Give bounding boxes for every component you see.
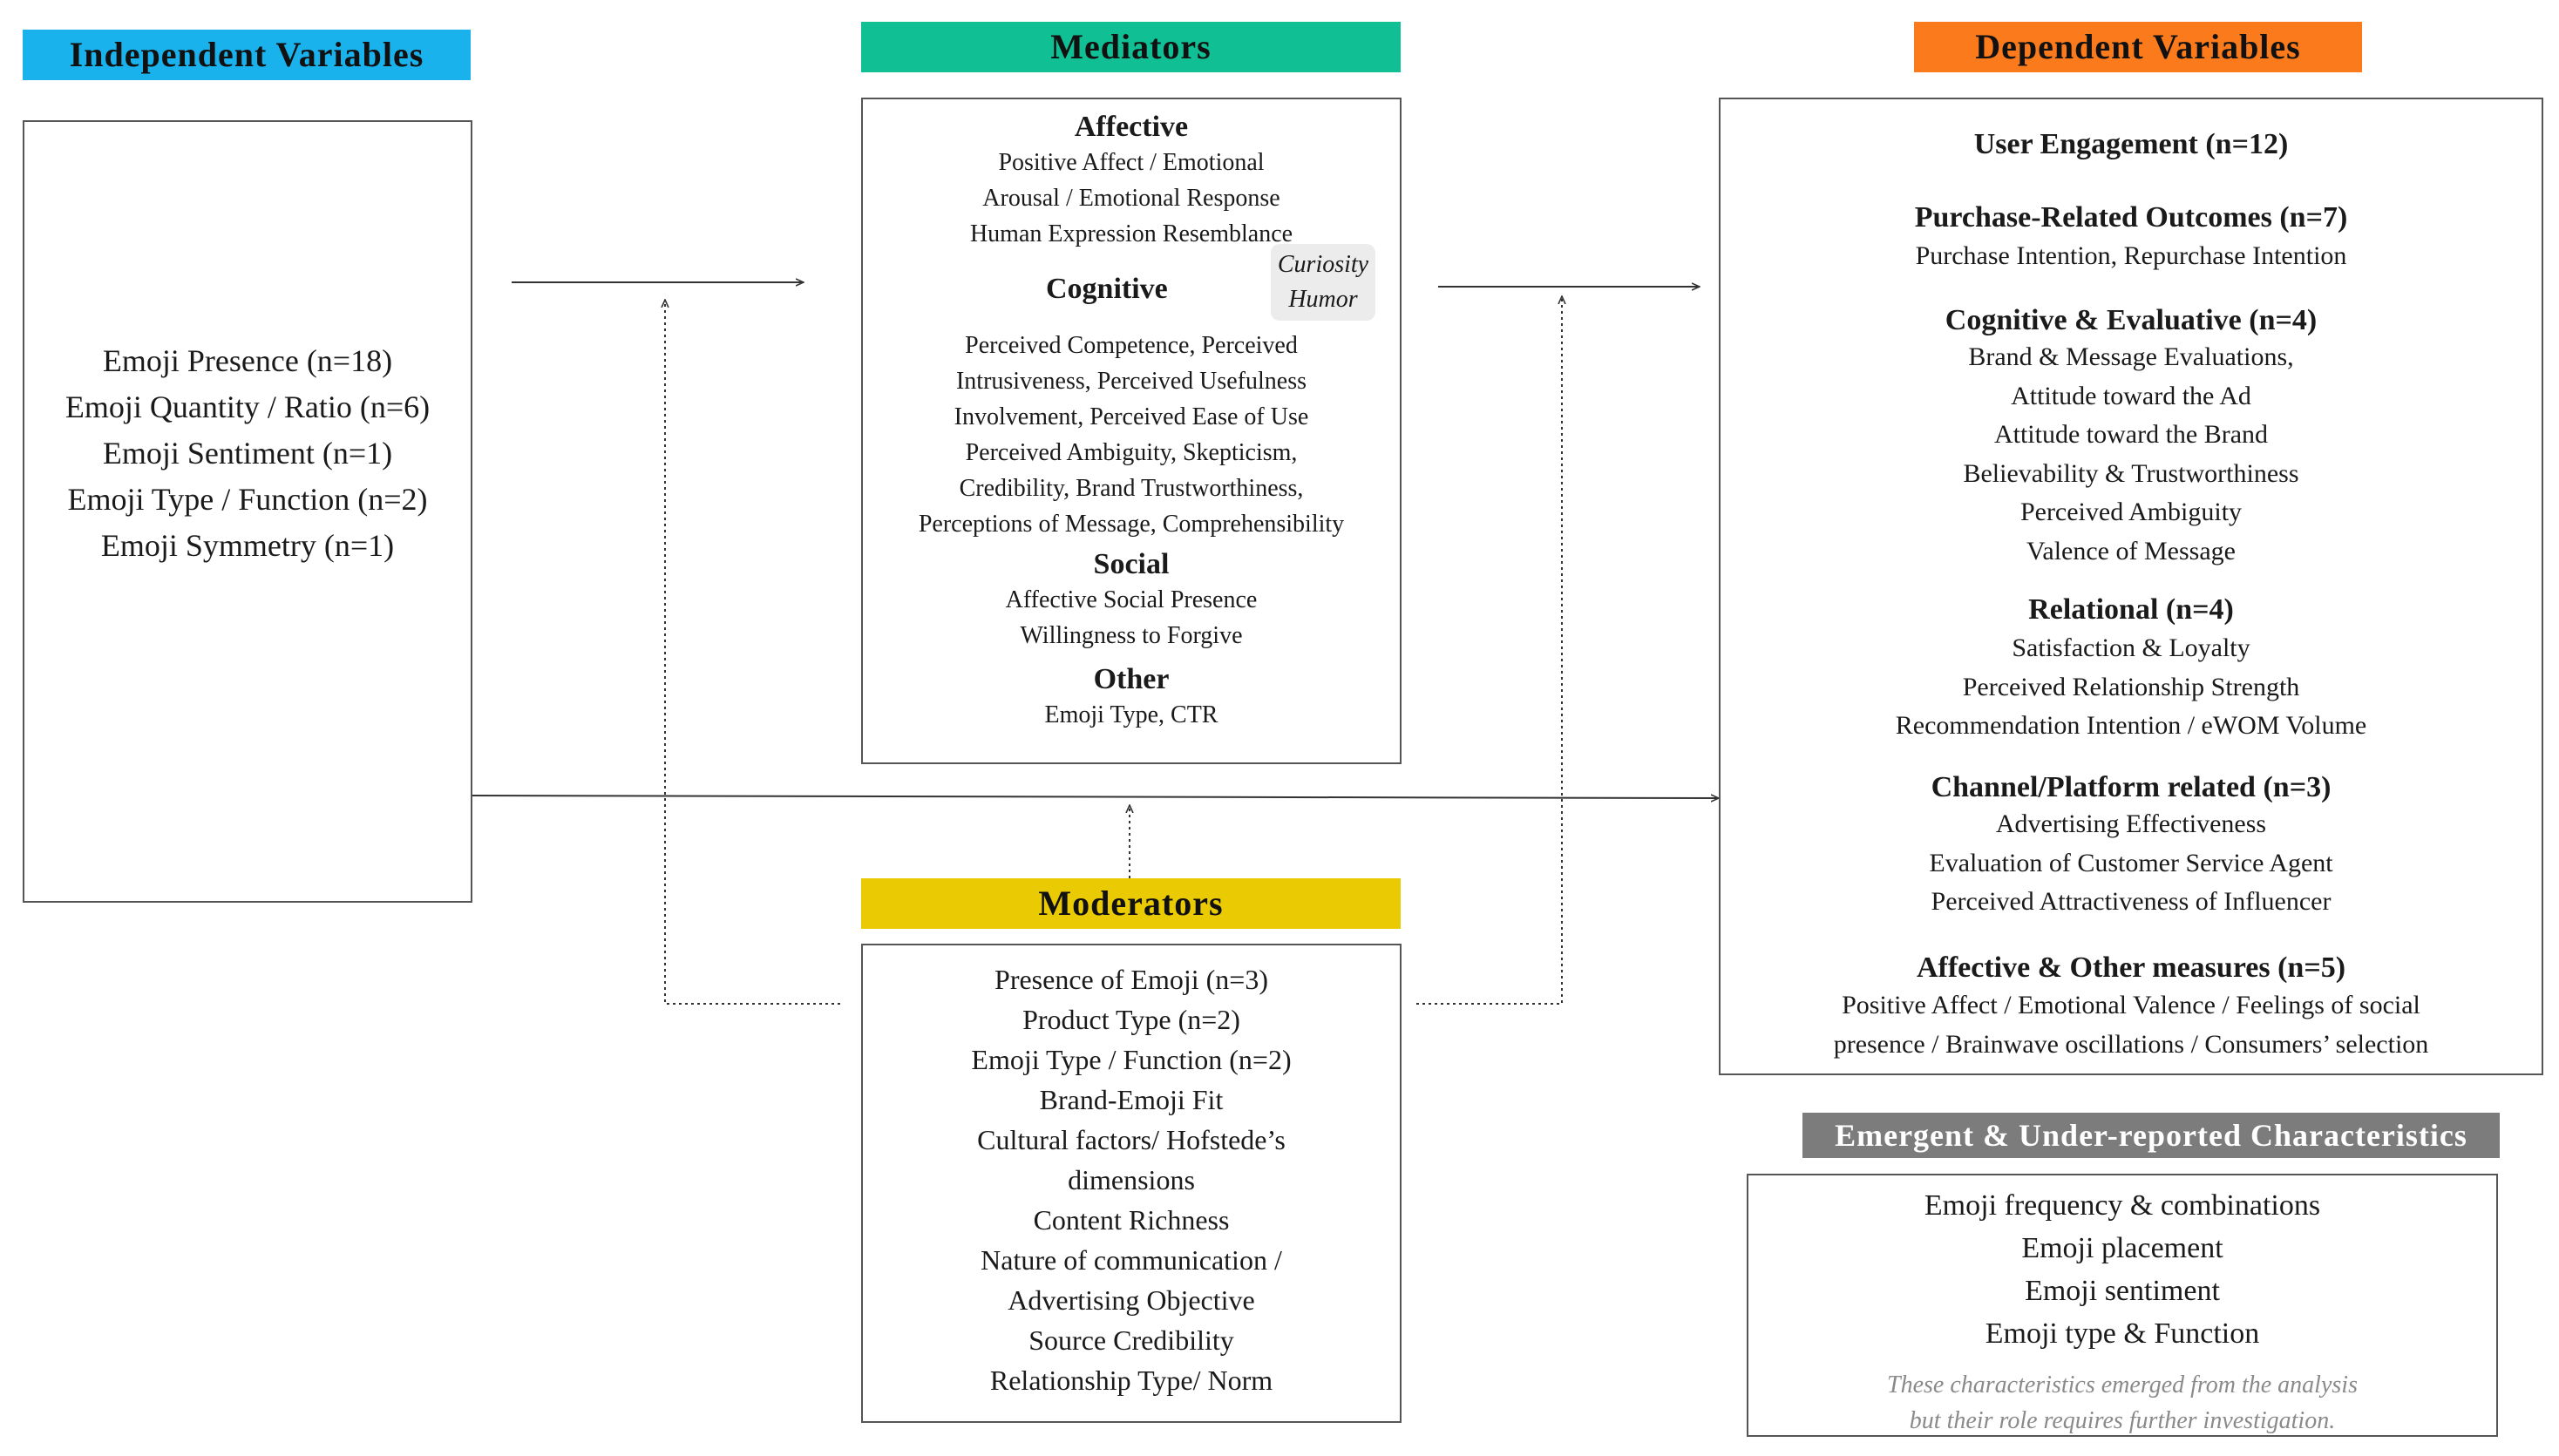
mediators-other: Other Emoji Type, CTR — [863, 662, 1400, 733]
moderator-item: Relationship Type/ Norm — [989, 1365, 1273, 1396]
moderator-item: Nature of communication / — [981, 1244, 1282, 1276]
social-line: Willingness to Forgive — [1020, 622, 1243, 649]
emergent-item: Emoji frequency & combinations — [1924, 1189, 2321, 1222]
dv-group-line: Valence of Message — [2026, 536, 2236, 565]
emergent-item: Emoji sentiment — [2025, 1275, 2220, 1307]
dependent-header: Dependent Variables — [1914, 22, 2362, 72]
independent-box: Emoji Presence (n=18) Emoji Quantity / R… — [23, 120, 472, 903]
arrow-iv-to-dv — [471, 796, 1719, 798]
dv-group-relational: Relational (n=4) Satisfaction & Loyalty … — [1721, 591, 2542, 746]
moderator-item: Advertising Objective — [1008, 1284, 1255, 1316]
mediators-affective: Affective Positive Affect / Emotional Ar… — [863, 110, 1400, 252]
cognitive-line: Credibility, Brand Trustworthiness, — [959, 475, 1304, 502]
dv-group-line: Perceived Ambiguity — [2019, 498, 2243, 526]
dotted-moderator-right — [1416, 296, 1562, 1005]
moderators-header: Moderators — [861, 878, 1401, 929]
iv-item: Emoji Symmetry (n=1) — [100, 528, 395, 563]
moderator-item: Emoji Type / Function (n=2) — [971, 1044, 1292, 1075]
independent-title: Independent Variables — [69, 35, 424, 74]
mediators-social: Social Affective Social Presence Willing… — [863, 547, 1400, 654]
cognitive-heading: Cognitive — [1046, 273, 1168, 305]
callout-item: Humor — [1288, 286, 1358, 313]
iv-item: Emoji Presence (n=18) — [102, 343, 393, 378]
other-heading: Other — [1093, 663, 1170, 695]
mediators-box: Affective Positive Affect / Emotional Ar… — [861, 98, 1402, 764]
dv-group-channel: Channel/Platform related (n=3) Advertisi… — [1721, 770, 2542, 922]
iv-item: Emoji Type / Function (n=2) — [67, 482, 428, 517]
dotted-moderator-left — [665, 300, 840, 1005]
moderator-item: dimensions — [1068, 1164, 1195, 1195]
cognitive-line: Perceived Competence, Perceived — [965, 332, 1298, 359]
other-line: Emoji Type, CTR — [1044, 701, 1218, 728]
cognitive-line: Involvement, Perceived Ease of Use — [954, 403, 1309, 430]
dv-group-line: Brand & Message Evaluations, — [1968, 342, 2294, 371]
mediators-cognitive: Perceived Competence, Perceived Intrusiv… — [863, 328, 1400, 542]
emergent-note: These characteristics emerged from the a… — [1748, 1367, 2496, 1439]
dv-group-affective: Affective & Other measures (n=5) Positiv… — [1721, 950, 2542, 1064]
dv-group-line: Evaluation of Customer Service Agent — [1929, 848, 2333, 877]
dv-group-heading: User Engagement (n=12) — [1973, 128, 2289, 160]
cognitive-line: Intrusiveness, Perceived Usefulness — [955, 368, 1307, 395]
moderator-item: Cultural factors/ Hofstede’s — [977, 1124, 1286, 1155]
dependent-box: User Engagement (n=12) Purchase-Related … — [1719, 98, 2543, 1075]
emergent-title: Emergent & Under-reported Characteristic… — [1835, 1118, 2467, 1153]
emergent-header: Emergent & Under-reported Characteristic… — [1802, 1113, 2500, 1158]
independent-header: Independent Variables — [23, 30, 471, 80]
moderators-title: Moderators — [1038, 884, 1224, 923]
emergent-item: Emoji type & Function — [1985, 1317, 2260, 1350]
dv-group-purchase: Purchase-Related Outcomes (n=7) Purchase… — [1721, 199, 2542, 275]
callout-item: Curiosity — [1277, 251, 1369, 278]
dv-group-line: Perceived Attractiveness of Influencer — [1931, 887, 2332, 916]
dv-group-engagement: User Engagement (n=12) — [1721, 125, 2542, 164]
social-heading: Social — [1093, 548, 1170, 580]
moderator-item: Brand-Emoji Fit — [1039, 1084, 1224, 1115]
dv-group-line: Attitude toward the Ad — [2011, 381, 2251, 410]
dv-group-line: presence / Brainwave oscillations / Cons… — [1833, 1029, 2429, 1059]
dv-group-heading: Channel/Platform related (n=3) — [1931, 771, 2332, 803]
dependent-title: Dependent Variables — [1975, 27, 2301, 66]
dv-group-heading: Relational (n=4) — [2028, 593, 2234, 626]
moderator-item: Content Richness — [1033, 1204, 1230, 1236]
moderator-item: Source Credibility — [1028, 1324, 1234, 1356]
mediators-title: Mediators — [1050, 27, 1212, 66]
cognitive-line: Perceived Ambiguity, Skepticism, — [965, 439, 1298, 466]
emergent-note-line: but their role requires further investig… — [1909, 1407, 2336, 1434]
dv-group-line: Recommendation Intention / eWOM Volume — [1895, 711, 2367, 740]
iv-item: Emoji Sentiment (n=1) — [102, 436, 393, 471]
dv-group-cognitive: Cognitive & Evaluative (n=4) Brand & Mes… — [1721, 303, 2542, 571]
affective-line: Arousal / Emotional Response — [982, 185, 1280, 212]
affective-line: Positive Affect / Emotional — [998, 149, 1265, 176]
cognitive-line: Perceptions of Message, Comprehensibilit… — [918, 511, 1345, 538]
emergent-item: Emoji placement — [2021, 1232, 2223, 1264]
iv-item: Emoji Quantity / Ratio (n=6) — [64, 389, 431, 424]
dv-group-line: Satisfaction & Loyalty — [2012, 633, 2250, 662]
dv-group-heading: Cognitive & Evaluative (n=4) — [1945, 304, 2318, 336]
dv-group-heading: Purchase-Related Outcomes (n=7) — [1914, 201, 2348, 234]
dv-group-line: Perceived Relationship Strength — [1962, 672, 2300, 701]
moderators-box: Presence of Emoji (n=3) Product Type (n=… — [861, 944, 1402, 1423]
dv-group-line: Positive Affect / Emotional Valence / Fe… — [1842, 991, 2420, 1019]
dv-group-line: Purchase Intention, Repurchase Intention — [1915, 241, 2347, 270]
dv-group-heading: Affective & Other measures (n=5) — [1916, 951, 2346, 984]
dv-group-line: Attitude toward the Brand — [1993, 420, 2269, 449]
emergent-note-line: These characteristics emerged from the a… — [1887, 1371, 2358, 1398]
emergent-box: Emoji frequency & combinations Emoji pla… — [1747, 1174, 2498, 1437]
dv-group-line: Advertising Effectiveness — [1995, 809, 2267, 838]
affective-line: Human Expression Resemblance — [969, 220, 1293, 247]
dv-group-line: Believability & Trustworthiness — [1963, 458, 2299, 488]
curiosity-humor-callout: Curiosity Humor — [1271, 244, 1375, 321]
affective-heading: Affective — [1074, 111, 1189, 143]
moderator-item: Presence of Emoji (n=3) — [994, 964, 1268, 995]
emergent-items: Emoji frequency & combinations Emoji pla… — [1748, 1184, 2496, 1355]
mediators-header: Mediators — [861, 22, 1401, 72]
social-line: Affective Social Presence — [1005, 586, 1258, 613]
moderator-item: Product Type (n=2) — [1022, 1004, 1240, 1035]
